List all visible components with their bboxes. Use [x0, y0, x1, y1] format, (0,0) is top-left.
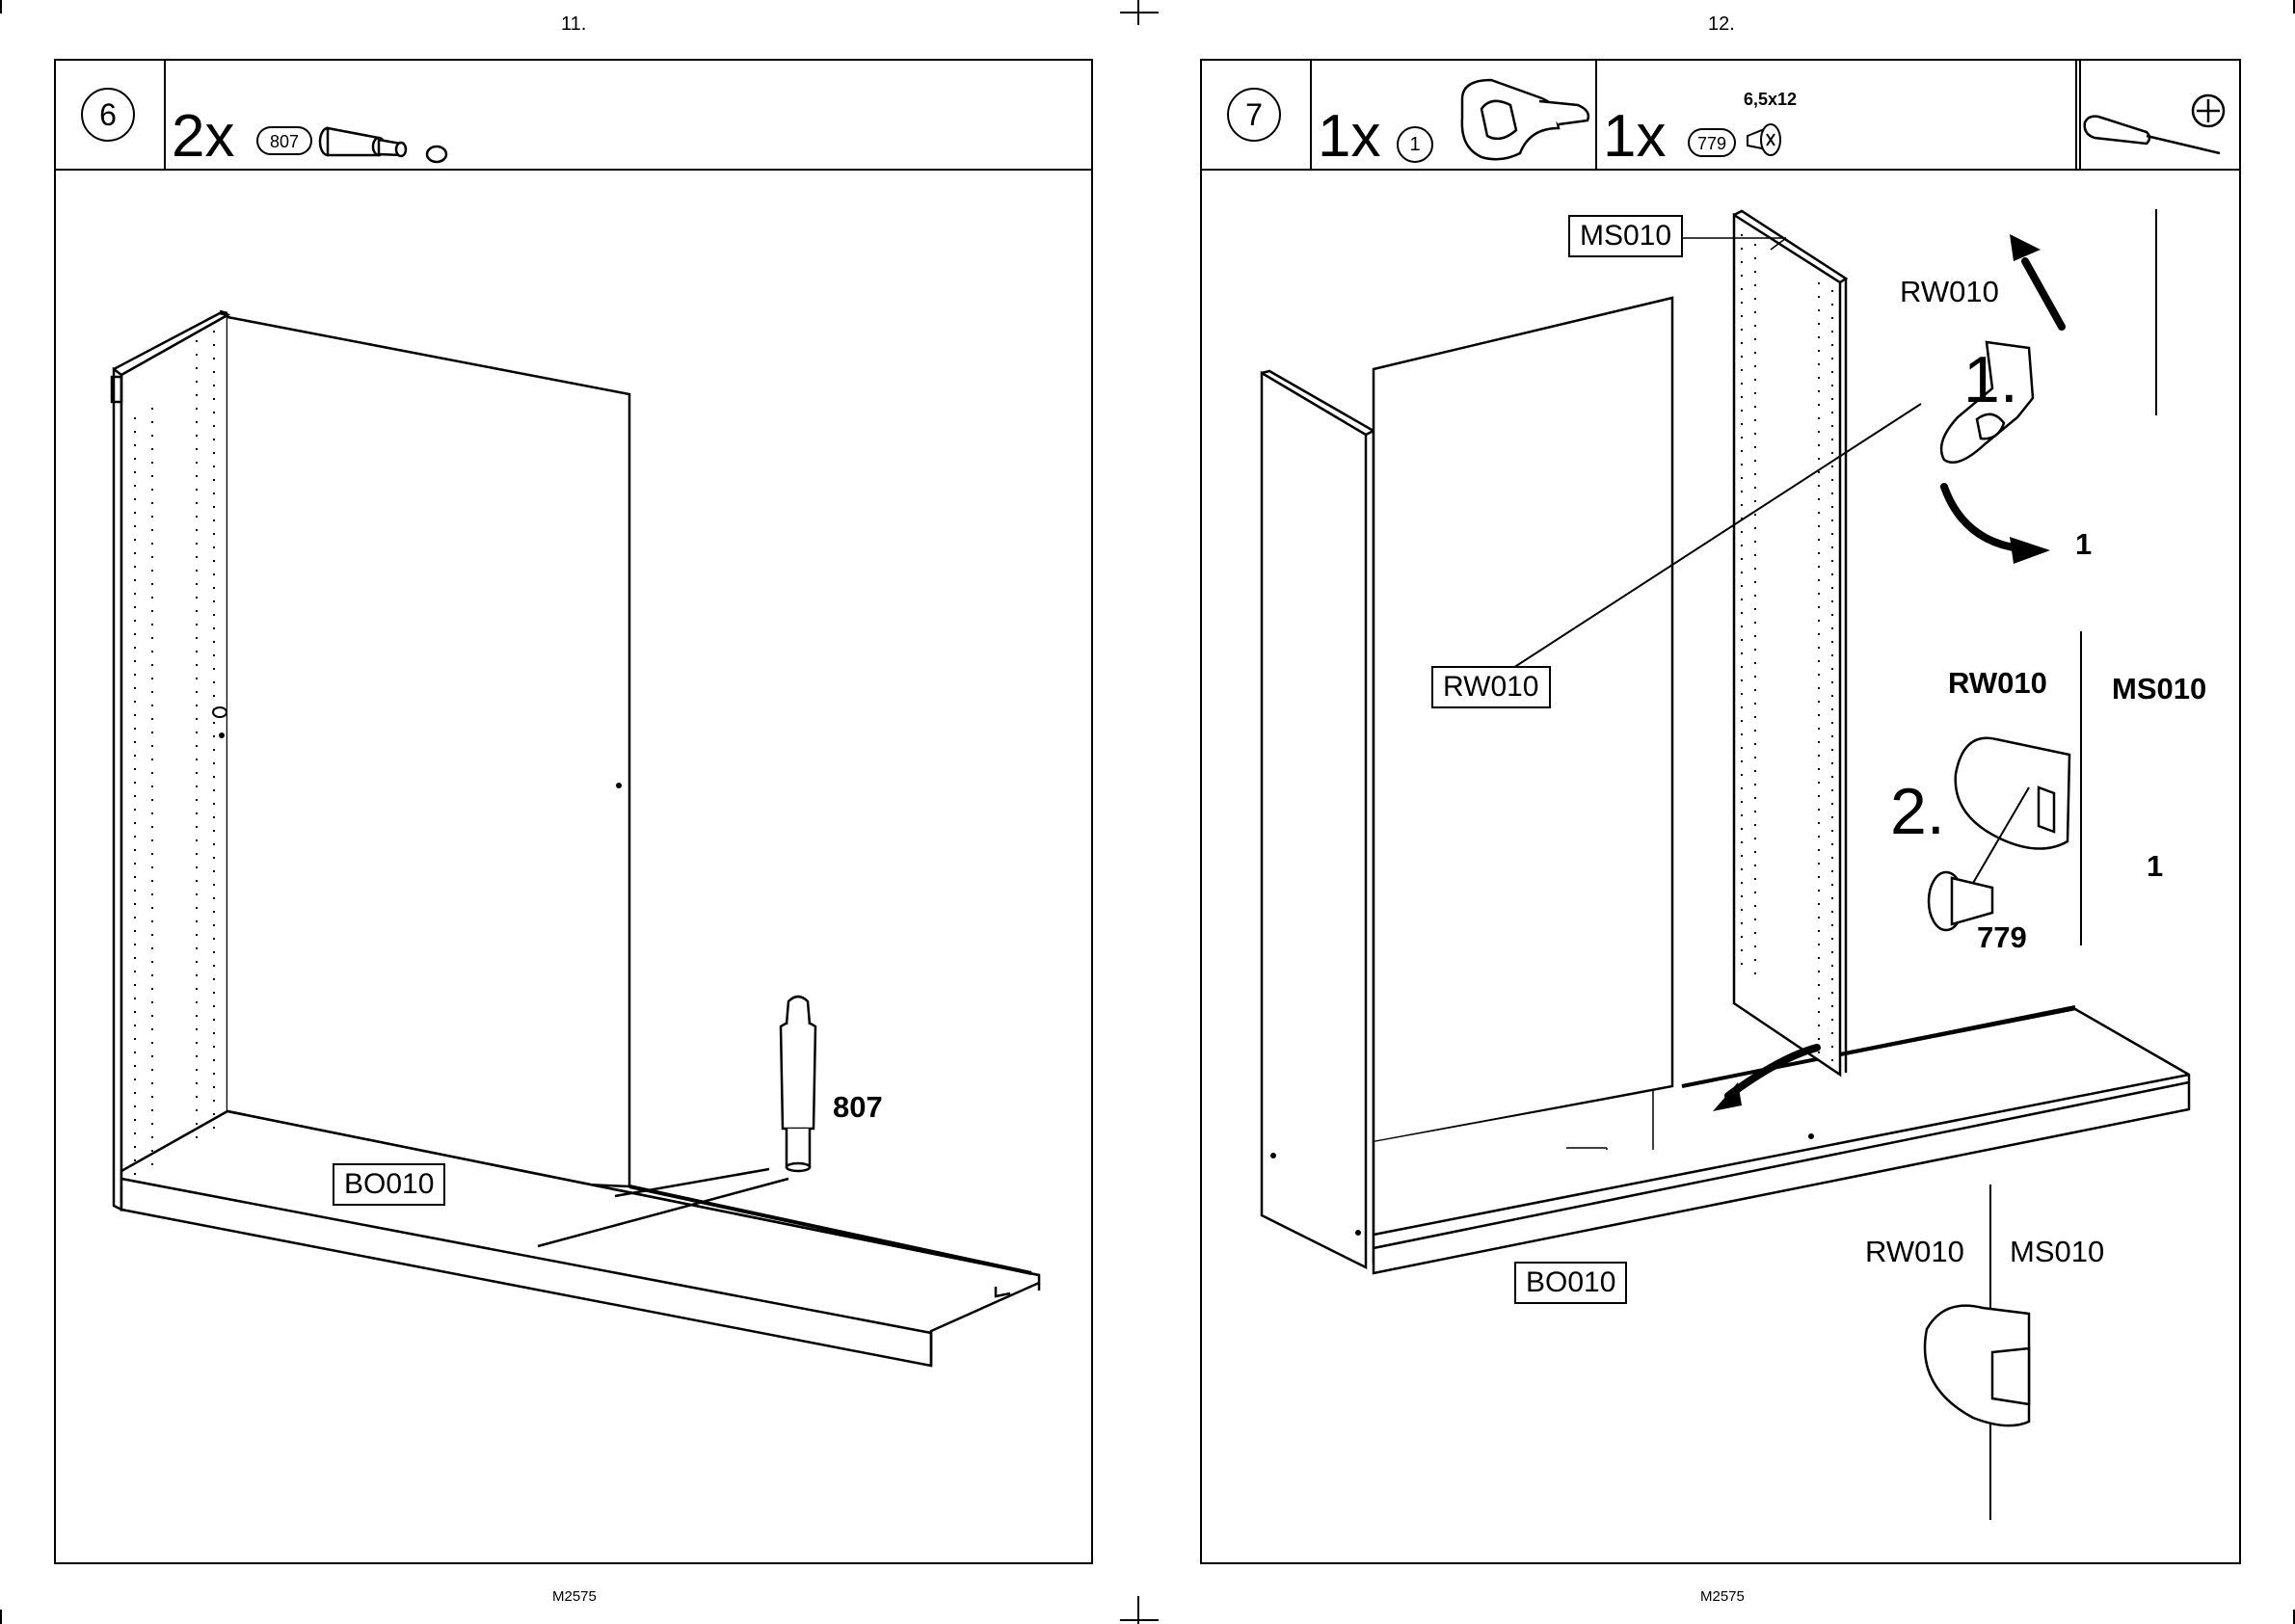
part-tag-bo010: BO010 [333, 1163, 445, 1206]
footer-code-left: M2575 [552, 1588, 597, 1605]
detail-ms010-label: MS010 [2010, 1235, 2104, 1269]
part-tag-rw010: RW010 [1431, 666, 1551, 708]
cabinet-left-drawing [56, 61, 1095, 1566]
detail-step-1: 1. [1963, 342, 2018, 417]
page-number-left: 11. [561, 13, 586, 36]
crop-mark [1120, 1619, 1159, 1621]
dowel-label: 807 [833, 1090, 883, 1125]
detail-rw010-label: RW010 [1900, 275, 1999, 309]
footer-code-right: M2575 [1700, 1588, 1745, 1605]
detail-part-1-label: 1 [2147, 849, 2163, 884]
part-tag-ms010: MS010 [1568, 215, 1683, 257]
crop-mark [0, 1610, 2, 1624]
crop-mark [1120, 12, 1159, 13]
detail-step-2: 2. [1890, 774, 1945, 849]
detail-ms010-label: MS010 [2112, 672, 2206, 706]
part-tag-bo010: BO010 [1514, 1262, 1627, 1304]
detail-rw010-label: RW010 [1865, 1235, 1964, 1269]
page-number-right: 12. [1708, 13, 1735, 36]
detail-rw010-label: RW010 [1948, 666, 2047, 701]
step-6-panel: 6 2x 807 [54, 59, 1093, 1564]
crop-mark [0, 0, 2, 13]
cabinet-right-drawing [1202, 61, 2243, 1566]
detail-screw-label: 779 [1977, 920, 2027, 955]
detail-part-1-label: 1 [2075, 527, 2092, 562]
step-7-panel: 7 1x 1 1x 779 6,5x12 [1200, 59, 2241, 1564]
